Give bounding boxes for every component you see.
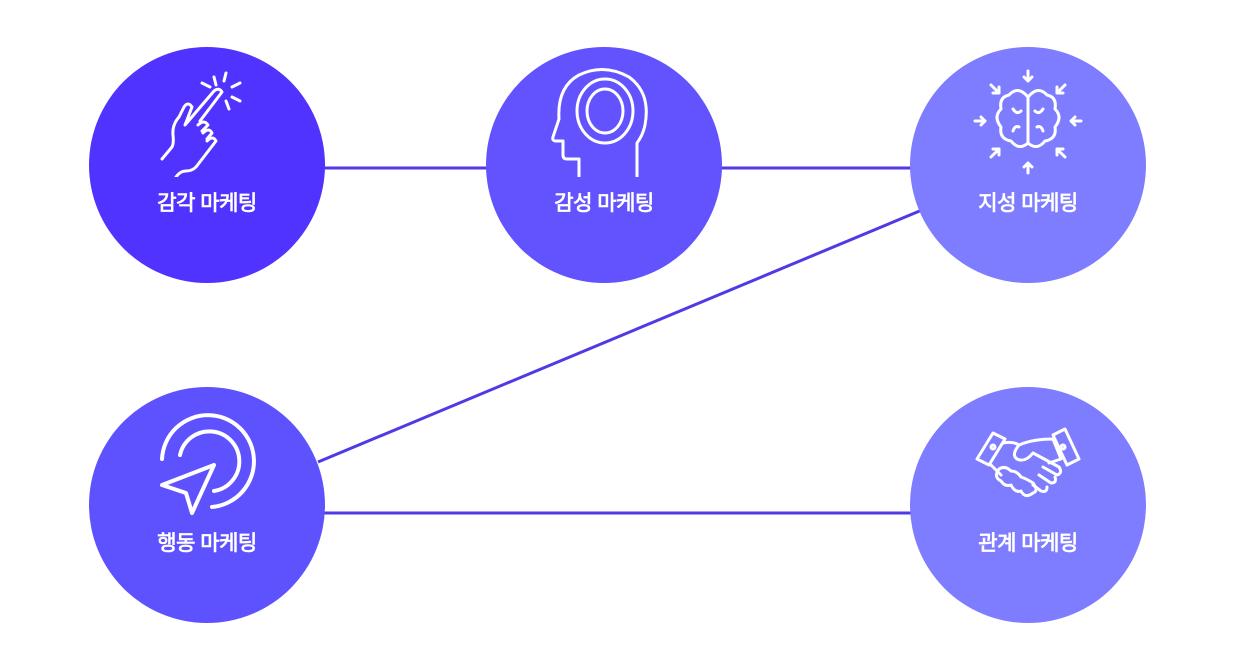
node-relational-marketing: 관계 마케팅 [910, 387, 1146, 623]
node-label: 행동 마케팅 [157, 532, 257, 555]
handshake-icon [975, 427, 1081, 498]
node-label: 감성 마케팅 [554, 192, 654, 215]
tapping-hand-icon [160, 71, 242, 177]
node-label: 감각 마케팅 [157, 192, 257, 215]
node-label: 지성 마케팅 [978, 192, 1078, 215]
connector-intellectual-behavioral [317, 208, 923, 464]
node-behavioral-marketing: 행동 마케팅 [89, 387, 325, 623]
head-mind-icon [551, 68, 648, 177]
node-label: 관계 마케팅 [978, 532, 1078, 555]
brain-focus-icon [973, 69, 1083, 175]
node-emotional-marketing: 감성 마케팅 [486, 47, 722, 283]
node-intellectual-marketing: 지성 마케팅 [910, 47, 1146, 283]
node-sensory-marketing: 감각 마케팅 [89, 47, 325, 283]
cursor-target-icon [160, 413, 256, 515]
